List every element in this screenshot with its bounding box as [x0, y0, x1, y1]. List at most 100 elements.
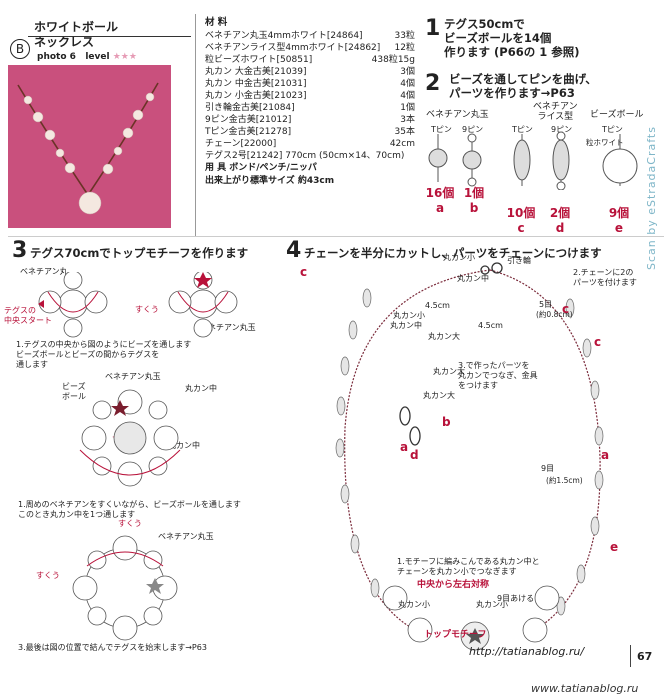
s3-note2-l1: 1.周めのベネチアンをすくいながら、ビーズボールを通します: [18, 500, 241, 509]
chain-letter-b: b: [442, 415, 451, 429]
title-line-2: ネックレス: [34, 35, 95, 49]
bottom-url[interactable]: www.tatianablog.ru: [531, 682, 639, 695]
chain-letter-a2: a: [601, 448, 610, 462]
step1-number: 1: [425, 16, 441, 41]
materials-block: 材 料 ベネチアン丸玉4mmホワイト[24864]33粒ベネチアンライス型4mm…: [205, 17, 415, 187]
blog-url[interactable]: http://tatianablog.ru/: [469, 645, 585, 658]
s3-venetian-round-label: ベネチアン丸玉: [105, 372, 161, 381]
part-a-count: 16個: [425, 186, 455, 200]
necklace-photo-icon: [8, 65, 171, 228]
s3-jump-mid-1: 丸カン中: [185, 384, 217, 393]
s4-dist-45b: 4.5cm: [478, 321, 503, 330]
material-qty: 1個: [400, 103, 415, 114]
material-name: 引き輪金古美[21084]: [205, 103, 295, 114]
watermark-scan: Scan by eStradaCrafts: [645, 126, 658, 270]
s4-jump-small-top: 丸カン小: [443, 253, 475, 262]
material-name: 丸カン 大金古美[21039]: [205, 67, 307, 78]
step2-line2: パーツを作ります→P63: [449, 86, 575, 100]
s4-jump-mid-top: 丸カン中: [457, 274, 489, 283]
necklace-diagram: [335, 262, 604, 651]
part-d-count: 2個: [549, 206, 571, 220]
part-e-letter: e: [614, 221, 624, 235]
pin-label-t3: Tピン: [602, 125, 623, 134]
step2-text: ビーズを通してピンを曲げ、 パーツを作ります→P63: [449, 72, 597, 100]
chain-letter-e: e: [610, 540, 619, 554]
part-c: 10個 c: [506, 204, 536, 235]
s4-top-motif: トップモチーフ: [424, 630, 487, 640]
step3-diagram-3: [72, 535, 178, 641]
s4-note2: 2.チェーンに2の パーツを付けます: [573, 268, 637, 288]
material-qty: 35本: [394, 127, 415, 138]
s3-note2: 1.周めのベネチアンをすくいながら、ビーズボールを通します このとき丸カン中を1…: [18, 500, 241, 520]
s3-venetian-round-full: ベネチアン丸玉: [200, 323, 256, 332]
s3-tegusu-start: テグスの 中央スタート: [4, 306, 52, 326]
material-item: Tピン金古美[21278]35本: [205, 126, 415, 138]
material-name: 丸カン 中金古美[21031]: [205, 79, 307, 90]
s3-venetian-round: ベネチアン丸: [20, 267, 68, 276]
s4-jump-large-1: 丸カン大: [428, 332, 460, 341]
title-underline: [28, 36, 191, 37]
photo-level: photo 6 level ★★★: [37, 52, 137, 62]
chain-letter-c3: c: [594, 335, 602, 349]
step1-line2: ビーズボールを14個: [444, 31, 552, 45]
col-venetian-rice-2: ライス型: [537, 111, 574, 122]
s3-jump-mid-2: 丸カン中: [168, 441, 200, 450]
material-item: テグス2号[21242] 770cm (50cm×14、70cm): [205, 150, 415, 162]
chain-letter-c2: c: [562, 302, 570, 316]
page-number: 67: [637, 650, 653, 663]
s4-note1-l1: 1.モチーフに編みこんである丸カン中と: [397, 557, 540, 566]
necklace-photo: [8, 65, 171, 228]
material-qty: 3個: [400, 67, 415, 78]
header-divider: [195, 14, 196, 236]
material-name: ベネチアンライス型4mmホワイト[24862]: [205, 43, 381, 54]
material-item: 丸カン 中金古美[21031] 4個: [205, 78, 415, 90]
photo-label: photo 6: [37, 52, 76, 62]
material-item: 粒ビーズホワイト[50851]438粒15g: [205, 54, 415, 66]
material-name: ベネチアン丸玉4mmホワイト[24864]: [205, 31, 363, 42]
part-a-letter: a: [435, 201, 445, 215]
s3-note2-l2: このとき丸カン中を1つ通します: [18, 510, 136, 519]
material-qty: 3本: [400, 115, 415, 126]
s4-dist-5-top: 5目: [539, 300, 553, 309]
part-e-count: 9個: [608, 206, 630, 220]
s3-sukuu-1: すくう: [135, 305, 159, 314]
material-qty: 438粒15g: [371, 55, 415, 66]
pin-label-9b: 9ピン: [551, 125, 573, 134]
step1-text: テグス50cmで ビーズボールを14個 作ります (P66の 1 参照): [444, 17, 579, 59]
step3-number: 3: [12, 238, 28, 263]
s3-sukuu-3: すくう: [118, 519, 142, 528]
material-qty: 42cm: [389, 139, 415, 150]
part-c-letter: c: [517, 221, 525, 235]
part-d-letter: d: [555, 221, 565, 235]
material-item: ベネチアンライス型4mmホワイト[24862]12粒: [205, 42, 415, 54]
s4-note3-l1: 3.で作ったパーツを: [458, 361, 530, 370]
s3-note3: 3.最後は図の位置で結んでテグスを始末します→P63: [18, 643, 207, 652]
chain-letter-d: d: [410, 448, 419, 462]
part-e: 9個 e: [604, 204, 634, 235]
page-divider: [630, 645, 631, 667]
s4-dist-9-mid: 9目: [541, 464, 555, 473]
material-item: チェーン[22000] 42cm: [205, 138, 415, 150]
step4-title: チェーンを半分にカットし、パーツをチェーンにつけます: [304, 246, 602, 260]
s4-note3-l3: をつけます: [458, 381, 498, 390]
s3-tegusu-start-2: 中央スタート: [4, 316, 52, 325]
material-name: チェーン[22000]: [205, 139, 277, 150]
material-item: 引き輪金古美[21084] 1個: [205, 102, 415, 114]
s4-dist-08: (約0.8cm): [536, 310, 573, 319]
s3-note1-l2: ビーズボールとビーズの間からテグスを: [16, 350, 160, 359]
col-bead-ball: ビーズボール: [590, 110, 644, 120]
s3-note1-l3: 通します: [16, 360, 48, 369]
material-qty: 4個: [400, 91, 415, 102]
material-item: 丸カン 大金古美[21039] 3個: [205, 66, 415, 78]
s4-jump-large-3: 丸カン大: [423, 391, 455, 400]
part-d: 2個 d: [545, 204, 575, 235]
step1-line1: テグス50cmで: [444, 17, 525, 31]
col-venetian-round: ベネチアン丸玉: [426, 110, 489, 120]
part-b: 1個 b: [459, 184, 489, 215]
step2-line1: ビーズを通してピンを曲げ、: [449, 72, 597, 86]
s4-jump-small-left: 丸カン小: [393, 311, 425, 320]
s3-note1: 1.テグスの中央から図のようにビーズを通します ビーズボールとビーズの間からテグ…: [16, 340, 191, 370]
s3-bead-ball-l2: ボール: [62, 392, 86, 401]
s3-note1-l1: 1.テグスの中央から図のようにビーズを通します: [16, 340, 192, 349]
material-qty: 4個: [400, 79, 415, 90]
